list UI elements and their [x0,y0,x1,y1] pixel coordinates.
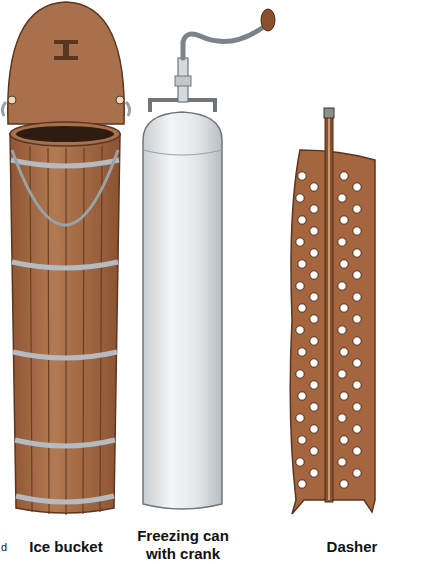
dasher-hole [353,447,361,455]
dasher-hole [353,227,361,235]
dasher-hole [310,205,318,213]
dasher-hole [296,326,304,334]
dasher-hole [340,172,348,180]
dasher-hole [296,458,304,466]
dasher-hole [353,337,361,345]
dasher-hole [296,370,304,378]
dasher-hole [340,348,348,356]
dasher-hole [340,392,348,400]
dasher-hole [353,205,361,213]
dasher-hole [310,227,318,235]
dasher-hole [353,271,361,279]
dasher [290,108,375,514]
dasher-hole [353,293,361,301]
dasher-hole [340,260,348,268]
dasher-hole [310,403,318,411]
dasher-hole [310,381,318,389]
dasher-hole [298,172,306,180]
dasher-hole [310,469,318,477]
dasher-hole [296,282,304,290]
dasher-hole [353,183,361,191]
dasher-hole [338,326,346,334]
dasher-hole [310,271,318,279]
dasher-hole [353,425,361,433]
dasher-hole [310,447,318,455]
part-name: Dasher [307,538,397,556]
part-name: Ice bucket [6,538,126,556]
dasher-hole [310,425,318,433]
dasher-hole [298,436,306,444]
dasher-hole [340,216,348,224]
dasher-hole [353,469,361,477]
dasher-hole [340,436,348,444]
dasher-hole [338,414,346,422]
dasher-hole [338,194,346,202]
dasher-hole [310,183,318,191]
dasher-hole [340,480,348,488]
freezing-can [143,9,275,509]
dasher-hole [298,480,306,488]
dasher-hole [338,282,346,290]
dasher-hole [353,403,361,411]
bucket-lid [2,2,129,124]
part-name: Freezing can with crank [127,527,239,563]
ice-bucket [10,122,120,515]
dasher-hole [298,392,306,400]
dasher-hole [353,381,361,389]
dasher-hole [296,414,304,422]
dasher-hole [310,337,318,345]
dasher-hole [298,304,306,312]
dasher-hole [353,315,361,323]
dasher-hole [338,458,346,466]
dasher-hole [310,359,318,367]
dasher-hole [310,293,318,301]
dasher-hole [338,370,346,378]
dasher-hole [310,249,318,257]
dasher-hole [298,260,306,268]
dasher-hole [353,359,361,367]
cropped-text: d [1,541,7,554]
dasher-hole [338,238,346,246]
dasher-hole [310,315,318,323]
dasher-hole [298,348,306,356]
dasher-hole [298,216,306,224]
dasher-hole [353,249,361,257]
dasher-hole [296,194,304,202]
dasher-hole [296,238,304,246]
dasher-hole [340,304,348,312]
